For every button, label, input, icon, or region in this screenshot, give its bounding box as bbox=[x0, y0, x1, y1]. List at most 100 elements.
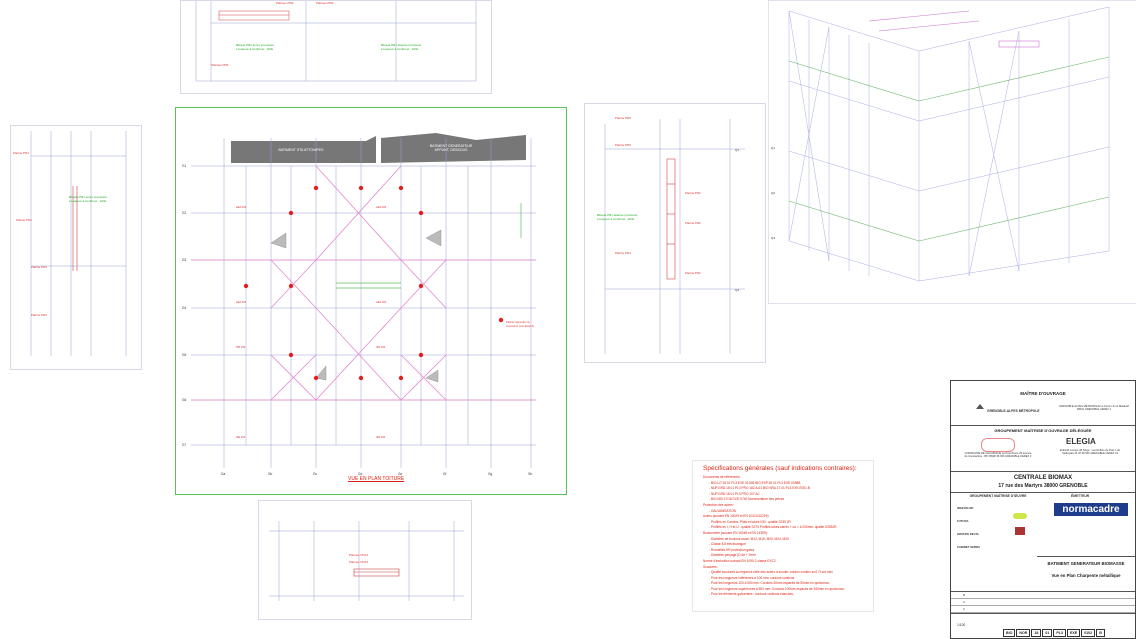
specification-line: - Pour les longueurs supérieures à 500 m… bbox=[709, 586, 845, 591]
specification-line: - BIO.NDI.17/18 DCE.0740 Nomenclature de… bbox=[709, 497, 785, 502]
svg-text:IPE 160: IPE 160 bbox=[236, 435, 246, 439]
drawing-code-cell: EXE bbox=[1066, 629, 1081, 637]
drawing-title: Vue en Plan Charpente métallique bbox=[1051, 573, 1121, 578]
moe-partner-logo-red bbox=[1015, 527, 1025, 535]
specification-line: - Pour les éléments galvanisés : cordons… bbox=[709, 592, 794, 597]
svg-text:HEA 200: HEA 200 bbox=[236, 300, 247, 304]
svg-text:Platine PR2: Platine PR2 bbox=[685, 271, 701, 275]
specification-line: - Profilés en I, H et U : qualité S275 P… bbox=[709, 525, 837, 530]
drawing-code-cell: BIO bbox=[1003, 629, 1016, 637]
specification-line: - NUP.GRD.18 01 PL3 PRO 107 AC bbox=[709, 491, 760, 496]
svg-text:Longueur à confirmer - EXE: Longueur à confirmer - EXE bbox=[381, 47, 418, 51]
svg-text:Platine PR4: Platine PR4 bbox=[615, 251, 631, 255]
svg-text:Platine PR2: Platine PR2 bbox=[685, 191, 701, 195]
svg-text:Longueur à confirmer - EXE: Longueur à confirmer - EXE bbox=[69, 199, 106, 203]
revision-row: 0 bbox=[951, 606, 1135, 613]
grid-row-label: G6 bbox=[182, 398, 186, 402]
owner-logo-icon bbox=[975, 403, 985, 411]
specifications-title: Spécifications générales (sauf indicatio… bbox=[703, 465, 857, 472]
drawing-code-cell: 01 bbox=[1042, 629, 1053, 637]
svg-text:HEA 200: HEA 200 bbox=[376, 300, 387, 304]
svg-text:Bloqué PRx attache provisoire: Bloqué PRx attache provisoire bbox=[381, 43, 422, 47]
grid-row-label: G3 bbox=[182, 258, 186, 262]
company1-details: COMPAGNIE DE CHAUFFAGE Le Polychrone 25 … bbox=[964, 452, 1032, 459]
title-block: MAÎTRE D'OUVRAGE GRENOBLE-ALPES MÉTROPOL… bbox=[950, 380, 1136, 639]
svg-text:Platines PR14: Platines PR14 bbox=[349, 553, 368, 557]
specification-line: - BIO.LIT.18 01 PL3 EXE 0102B BIO.EXP.18… bbox=[709, 480, 801, 485]
moe-members-list: INGEVALOR FUTURA GROUPE DELTA CABINET SERRA bbox=[957, 506, 1017, 558]
drawing-code-cell: B bbox=[1096, 629, 1105, 637]
emitter-heading: ÉMETTEUR bbox=[1071, 494, 1090, 498]
company2-logo: ELEGIA bbox=[1066, 437, 1096, 446]
specification-line: Boulonnerie (suivant EN 15048 et EN 1439… bbox=[703, 530, 768, 535]
svg-text:Longueur à confirmer - EXE: Longueur à confirmer - EXE bbox=[597, 217, 634, 221]
svg-text:Platine PR2: Platine PR2 bbox=[31, 313, 47, 317]
svg-text:Q1: Q1 bbox=[771, 146, 775, 150]
specification-line: - Pour les longueurs 100 à 500 mm: Cordo… bbox=[709, 581, 831, 586]
specification-line: - Diamètre de boulons usuel: M12, M16, M… bbox=[709, 536, 789, 541]
grid-row-label: G7 bbox=[182, 443, 186, 447]
drawing-code-cell: 0102 bbox=[1081, 629, 1096, 637]
svg-text:Platine PR9: Platine PR9 bbox=[615, 143, 631, 147]
moe-member: INGEVALOR bbox=[957, 506, 974, 510]
svg-text:Platine PR9: Platine PR9 bbox=[615, 116, 631, 120]
specification-line: Norme d'exécution suivant EN 1090-2 clas… bbox=[703, 558, 776, 563]
specification-line: - Classe 8.8 électrozingué bbox=[709, 542, 746, 547]
moe-member: CABINET SERRA bbox=[957, 545, 980, 549]
specification-line: - Diamètre perçage (D de + 2mm bbox=[709, 553, 756, 558]
svg-text:HEA 200: HEA 200 bbox=[376, 205, 387, 209]
drawing-code-cell: NOR bbox=[1016, 629, 1031, 637]
moe-partner-logo-green bbox=[1013, 513, 1027, 519]
svg-text:HEA 200: HEA 200 bbox=[236, 205, 247, 209]
svg-text:Bloqué PRx ancre provisoire: Bloqué PRx ancre provisoire bbox=[236, 43, 274, 47]
moe-heading: GROUPEMENT MAÎTRISE D'ŒUVRE bbox=[969, 494, 1027, 498]
svg-text:IPE 160: IPE 160 bbox=[236, 345, 246, 349]
svg-text:Platine PR2: Platine PR2 bbox=[31, 265, 47, 269]
grid-row-label: G5 bbox=[182, 353, 186, 357]
svg-text:Platine PR2: Platine PR2 bbox=[16, 218, 32, 222]
project-address: 17 rue des Martyrs 38000 GRENOBLE bbox=[998, 483, 1088, 489]
specification-line: - NUP.GRD.18 01 PL3 PRO 182 A-61 BIO.SRA… bbox=[709, 486, 810, 491]
grid-column-label: Ga bbox=[221, 472, 225, 476]
grid-column-label: Ge bbox=[398, 472, 402, 476]
moe-member: GROUPE DELTA bbox=[957, 532, 979, 536]
general-specifications: Spécifications générales (sauf indicatio… bbox=[692, 460, 874, 612]
revision-row: A bbox=[951, 599, 1135, 606]
grid-row-label: G4 bbox=[182, 306, 186, 310]
svg-text:Platines PR13: Platines PR13 bbox=[349, 560, 368, 564]
drawing-code-cell: PL3 bbox=[1053, 629, 1066, 637]
grid-column-label: Gc bbox=[313, 472, 317, 476]
grid-column-label: Gd bbox=[358, 472, 362, 476]
grid-column-label: Gf bbox=[443, 472, 446, 476]
specification-line: - Profilés en Carriers, Plats et tubes 0… bbox=[709, 519, 791, 524]
specifications-list: Documents de références:- BIO.LIT.18 01 … bbox=[693, 475, 873, 598]
svg-text:Bloqué PRx attache provisoire: Bloqué PRx attache provisoire bbox=[597, 213, 638, 217]
roof-band-left bbox=[231, 136, 376, 163]
svg-text:IPE 160: IPE 160 bbox=[376, 345, 386, 349]
svg-text:Q3: Q3 bbox=[771, 236, 775, 240]
svg-text:Q4: Q4 bbox=[735, 288, 739, 292]
moe-member: FUTURA bbox=[957, 519, 969, 523]
scale-label: 1/100 bbox=[957, 623, 966, 627]
svg-text:IPE 160: IPE 160 bbox=[376, 435, 386, 439]
project-title: CENTRALE BIOMAX bbox=[1013, 475, 1073, 481]
building-name: BATIMENT GENERATEUR BIOMASSE bbox=[1047, 561, 1125, 566]
svg-text:Q1: Q1 bbox=[735, 148, 739, 152]
svg-text:Platine rapportée sur: Platine rapportée sur bbox=[506, 320, 530, 324]
svg-text:Longueur à confirmer - EXE: Longueur à confirmer - EXE bbox=[236, 47, 273, 51]
specification-line: - GALVANISATION bbox=[709, 508, 736, 513]
specification-line: Protection des aciers: bbox=[703, 502, 734, 507]
grid-column-label: Gh bbox=[528, 472, 532, 476]
roof-band-right bbox=[381, 133, 526, 163]
company1-logo bbox=[981, 438, 1015, 452]
